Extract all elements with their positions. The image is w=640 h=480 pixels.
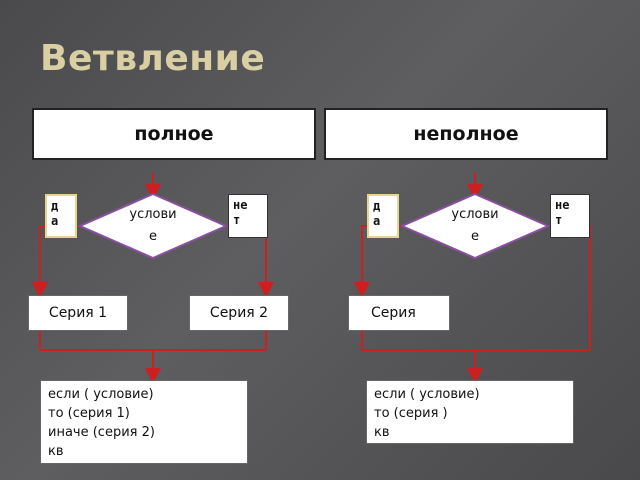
full-branch-header: полное: [32, 108, 316, 160]
partial-condition-diamond: [399, 192, 551, 260]
partial-yes-label: д а: [367, 194, 399, 238]
full-pseudocode-box: если ( условие) то (серия 1) иначе (сери…: [40, 380, 248, 464]
partial-pseudocode-box: если ( условие) то (серия ) кв: [366, 380, 574, 444]
full-yes-label: д а: [45, 194, 77, 238]
full-series1-box: Серия 1: [28, 295, 128, 331]
full-condition-diamond: [77, 192, 229, 260]
full-condition-line1: услови: [129, 207, 177, 222]
full-code-line: то (серия 1): [48, 406, 130, 421]
partial-condition-text: услови е: [435, 204, 515, 248]
full-code-line: кв: [48, 444, 64, 459]
partial-series-box: Серия: [348, 295, 450, 331]
full-no-label: не т: [228, 194, 268, 238]
slide-title: Ветвление: [40, 38, 266, 79]
full-code-line: иначе (серия 2): [48, 425, 155, 440]
partial-code-line: кв: [374, 425, 390, 440]
partial-no-label: не т: [550, 194, 590, 238]
partial-no-line: [548, 225, 591, 350]
partial-condition-line2: е: [471, 229, 479, 244]
full-code-line: если ( условие): [48, 387, 154, 402]
partial-branch-header: неполное: [324, 108, 608, 160]
full-series2-box: Серия 2: [189, 295, 289, 331]
partial-code-line: если ( условие): [374, 387, 480, 402]
full-condition-text: услови е: [113, 204, 193, 248]
partial-code-line: то (серия ): [374, 406, 448, 421]
full-condition-line2: е: [149, 229, 157, 244]
partial-condition-line1: услови: [451, 207, 499, 222]
